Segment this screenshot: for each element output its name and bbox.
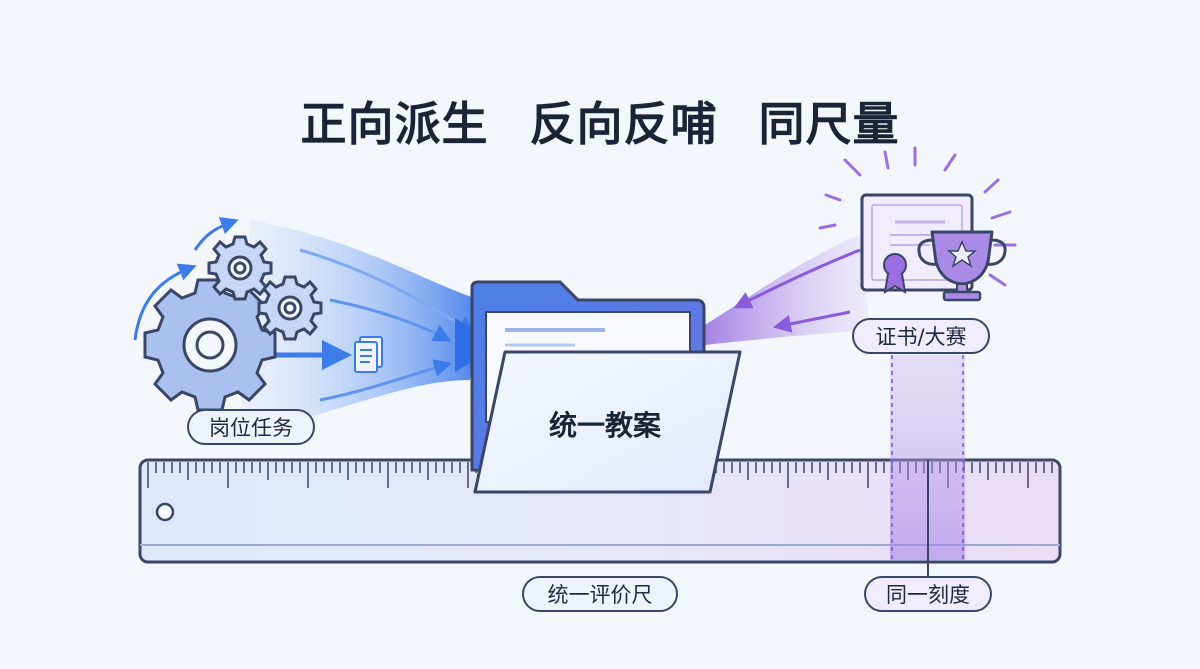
gear-icon (143, 235, 323, 412)
reverse-flow (705, 235, 870, 345)
label-unified-lesson-plan: 统一教案 (548, 409, 661, 442)
document-icon (354, 336, 383, 373)
folder-icon (470, 280, 742, 494)
title-same-ruler: 同尺量 (758, 97, 900, 151)
title-forward-derivation: 正向派生 (300, 97, 489, 151)
page-title: 正向派生 反向反哺 同尺量 (0, 88, 1200, 154)
label-job-tasks: 岗位任务 (187, 409, 315, 445)
cycle-arrows (133, 217, 239, 341)
label-certificate-competition: 证书/大赛 (852, 318, 990, 354)
label-unified-ruler: 统一评价尺 (522, 576, 678, 612)
label-same-scale: 同一刻度 (864, 576, 992, 612)
title-reverse-feedback: 反向反哺 (529, 97, 718, 151)
same-scale-beam (890, 355, 965, 578)
trophy-icon (917, 230, 1007, 302)
